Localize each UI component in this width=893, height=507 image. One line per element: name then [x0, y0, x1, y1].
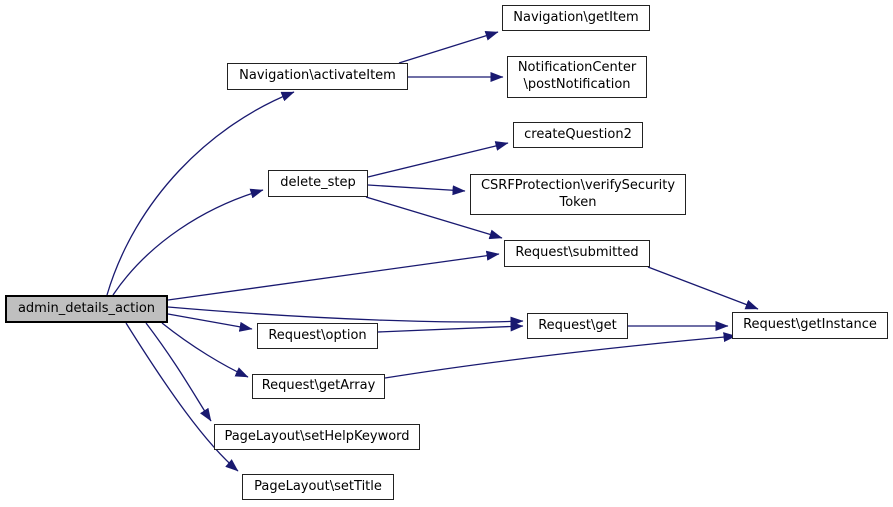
node-label: PageLayout\setTitle — [254, 478, 382, 494]
edge-activate-item-to-get-item — [398, 30, 499, 64]
node-create-question2[interactable]: createQuestion2 — [513, 122, 643, 148]
node-label: Request\get — [538, 317, 617, 333]
node-notification-center-post-notification[interactable]: NotificationCenter \postNotification — [507, 56, 647, 98]
node-delete-step[interactable]: delete_step — [268, 170, 368, 197]
node-label: createQuestion2 — [524, 126, 632, 142]
node-label: Navigation\activateItem — [239, 68, 396, 84]
edge-option-to-get — [377, 321, 524, 333]
node-csrf-protection-verify-security-token[interactable]: CSRFProtection\verifySecurity Token — [470, 174, 686, 215]
node-label: CSRFProtection\verifySecurity — [480, 177, 676, 193]
edge-admin-to-set-title — [125, 322, 239, 472]
node-label: Navigation\getItem — [513, 9, 639, 25]
node-request-get-instance[interactable]: Request\getInstance — [732, 312, 888, 339]
node-label: admin_details_action — [17, 300, 156, 316]
node-label: PageLayout\setHelpKeyword — [224, 428, 410, 444]
edge-submitted-to-get-instance — [647, 266, 759, 310]
edge-delete-step-to-create-question2 — [367, 141, 509, 178]
node-request-get[interactable]: Request\get — [527, 313, 628, 339]
node-page-layout-set-help-keyword[interactable]: PageLayout\setHelpKeyword — [214, 424, 420, 450]
node-admin-details-action[interactable]: admin_details_action — [5, 295, 168, 323]
node-label-line2: Token — [559, 194, 597, 210]
edge-admin-to-get-array — [161, 322, 249, 378]
node-request-submitted[interactable]: Request\submitted — [504, 240, 650, 267]
node-label: NotificationCenter — [517, 60, 637, 76]
edge-admin-to-submitted — [167, 250, 500, 301]
node-label-line2: \postNotification — [523, 77, 631, 92]
node-label: Request\submitted — [515, 245, 639, 261]
node-label: delete_step — [280, 175, 356, 191]
node-navigation-activate-item[interactable]: Navigation\activateItem — [227, 63, 408, 90]
edge-admin-to-get — [167, 306, 524, 327]
edge-admin-to-activate-item — [106, 91, 295, 296]
edge-admin-to-option — [167, 313, 253, 332]
node-label: Request\getArray — [261, 378, 376, 394]
node-request-get-array[interactable]: Request\getArray — [252, 374, 385, 399]
edge-admin-to-delete-step — [112, 188, 264, 296]
node-page-layout-set-title[interactable]: PageLayout\setTitle — [242, 474, 394, 500]
edge-delete-step-to-submitted — [365, 196, 503, 240]
edge-admin-to-set-help-keyword — [145, 322, 212, 422]
node-request-option[interactable]: Request\option — [257, 323, 378, 349]
node-label: Request\option — [268, 327, 367, 343]
node-navigation-get-item[interactable]: Navigation\getItem — [502, 5, 650, 31]
node-label: Request\getInstance — [743, 317, 877, 333]
edge-delete-step-to-verify-security-token — [367, 184, 466, 196]
edge-get-array-to-get-instance — [384, 332, 737, 379]
